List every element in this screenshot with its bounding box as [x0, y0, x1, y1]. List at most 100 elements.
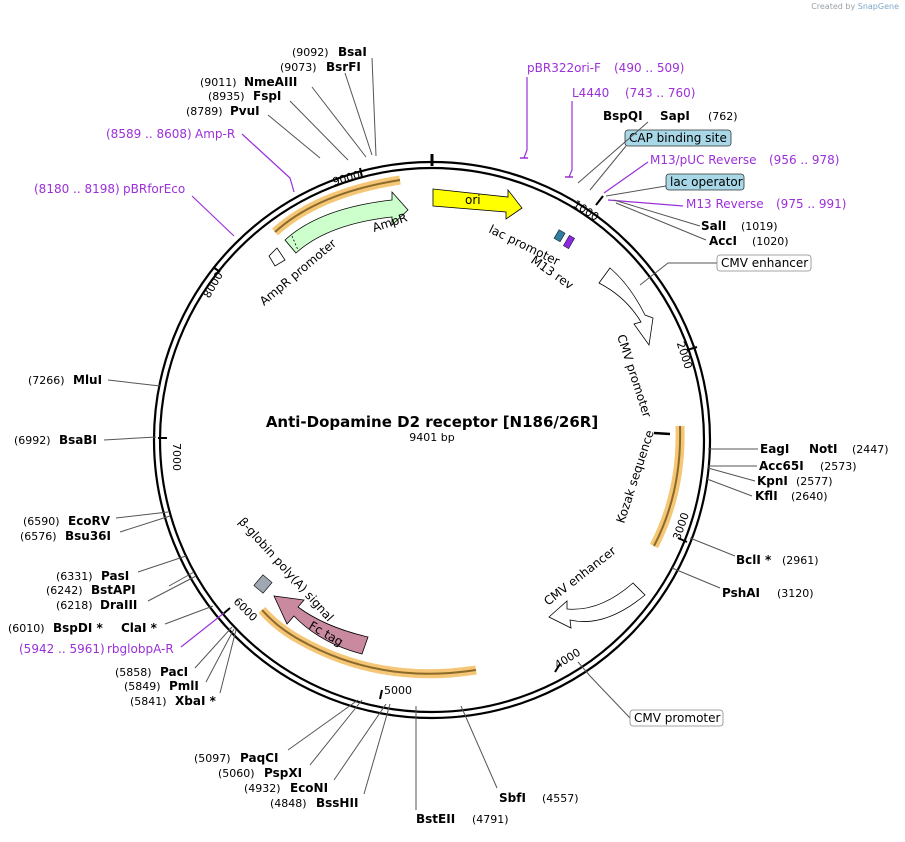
enzyme-bspqi-leader — [577, 121, 649, 184]
enzyme-bsu36i-name: Bsu36I — [65, 529, 111, 543]
enzyme-mlui-pos: (7266) — [28, 374, 65, 387]
primer-rbglobpa-r-name: rbglobpA-R — [107, 642, 174, 656]
enzyme-xbai[interactable]: (5841) XbaI * — [130, 629, 237, 708]
enzyme-pshai-pos: (3120) — [777, 587, 814, 600]
enzyme-bspqi[interactable]: BspQI SapI (762) — [577, 109, 738, 184]
enzyme-pshai[interactable]: PshAI (3120) — [671, 567, 814, 600]
enzyme-pmli-name: PmlI — [169, 679, 199, 693]
enzyme-nmeaiii[interactable]: (9011) NmeAIII — [200, 75, 367, 158]
enzyme-mlui-leader — [107, 379, 161, 387]
enzyme-kfli-leader — [706, 478, 753, 497]
enzyme-pspxi-pos: (5060) — [218, 767, 255, 780]
tick-label-8000: 8000 — [201, 270, 226, 301]
feature-bottom-arc[interactable] — [261, 609, 477, 675]
feature-cmv-enhancer-1[interactable] — [598, 267, 654, 347]
tick-label-5000: 5000 — [384, 684, 412, 697]
enzyme-xbai-pos: (5841) — [130, 695, 167, 708]
enzyme-acci[interactable]: AccI (1020) — [615, 202, 789, 248]
enzyme-pspxi[interactable]: (5060) PspXI — [218, 699, 363, 780]
enzyme-bsrfi[interactable]: (9073) BsrFI — [280, 60, 373, 156]
box-cmv-prom-leader — [577, 661, 631, 719]
feature-cmv-enhancer-label: CMV enhancer — [541, 544, 618, 609]
box-cap-binding-site[interactable]: CAP binding site — [589, 129, 732, 191]
enzyme-bcli[interactable]: BclI * (2961) — [689, 537, 819, 567]
enzyme-kfli[interactable]: KflI (2640) — [706, 478, 828, 503]
enzyme-bsu36i[interactable]: (6576) Bsu36I — [20, 515, 171, 543]
enzyme-ecorv[interactable]: (6590) EcoRV — [23, 511, 169, 528]
enzyme-draiii-leader — [147, 575, 197, 602]
box-cap-rect — [624, 129, 732, 147]
tick-label-2000: 2000 — [674, 340, 695, 371]
feature-fc-tag[interactable] — [273, 595, 369, 655]
enzyme-paqci[interactable]: (5097) PaqCI — [194, 699, 359, 765]
enzyme-sali-leader — [613, 199, 701, 227]
enzyme-pmli-pos: (5849) — [124, 680, 161, 693]
enzyme-mlui[interactable]: (7266) MluI — [28, 373, 161, 387]
box-cmv-prom-text: CMV promoter — [634, 711, 721, 725]
enzyme-pasi[interactable]: (6331) PasI — [56, 555, 187, 583]
primer-amp-r-range: (8589 .. 8608) — [106, 127, 192, 141]
primer-rbglobpa-r[interactable]: (5942 .. 5961) rbglobpA-R — [19, 612, 225, 656]
primer-l4440[interactable]: L4440 (743 .. 760) — [565, 86, 695, 178]
feature-cmv-enhancer-2[interactable] — [548, 582, 646, 629]
enzyme-pshai-name: PshAI — [722, 586, 760, 600]
primer-amp-r-leader — [241, 133, 295, 193]
tick-4000 — [554, 663, 561, 673]
box-cmv-prom-rect — [629, 709, 724, 727]
primer-m13-puc-reverse-leader — [603, 161, 649, 194]
feature-ampr-promoter[interactable] — [268, 247, 286, 267]
enzyme-kpni[interactable]: KpnI (2577) — [707, 467, 833, 488]
enzyme-kpni-leader — [707, 467, 756, 482]
enzyme-pmli[interactable]: (5849) PmlI — [124, 628, 235, 693]
primer-pbr322ori-f[interactable]: pBR322ori-F (490 .. 509) — [520, 61, 684, 159]
enzyme-econi[interactable]: (4932) EcoNI — [244, 703, 387, 795]
enzyme-pvui[interactable]: (8789) PvuI — [186, 104, 321, 159]
enzyme-nmeaiii-name: NmeAIII — [244, 75, 297, 89]
box-cmv-promoter[interactable]: CMV promoter — [577, 661, 724, 727]
enzyme-fspi[interactable]: (8935) FspI — [208, 89, 349, 161]
tick-8000 — [212, 266, 221, 273]
enzyme-bsu36i-leader — [119, 515, 171, 533]
feature-polya[interactable] — [253, 574, 273, 594]
enzyme-kpni-pos: (2577) — [796, 475, 833, 488]
feature-ori[interactable] — [432, 188, 523, 220]
feature-kozak-label: Kozak sequence — [614, 428, 657, 524]
enzyme-paci[interactable]: (5858) PacI — [115, 626, 233, 679]
enzyme-acc65i[interactable]: Acc65I (2573) — [708, 459, 857, 473]
primer-pbrforeco[interactable]: (8180 .. 8198) pBRforEco — [34, 182, 235, 237]
snapgene-brand: SnapGene — [857, 2, 899, 11]
enzyme-bsteii[interactable]: BstEII (4791) — [415, 706, 509, 826]
primer-amp-r[interactable]: (8589 .. 8608) Amp-R — [106, 127, 295, 193]
enzyme-bstapi[interactable]: (6242) BstAPI — [46, 571, 195, 597]
tick-5000 — [379, 689, 383, 700]
enzyme-bsai[interactable]: (9092) BsaI — [292, 45, 377, 157]
enzyme-sapi-name: SapI — [660, 109, 690, 123]
enzyme-pmli-leader — [205, 628, 235, 683]
box-cap-leader — [589, 145, 627, 191]
plasmid-size: 9401 bp — [409, 431, 454, 444]
enzyme-ecorv-leader — [115, 511, 169, 519]
box-lac-operator[interactable]: lac operator — [605, 173, 745, 197]
enzyme-pasi-leader — [137, 555, 187, 573]
primer-m13-puc-reverse[interactable]: M13/pUC Reverse (956 .. 978) — [603, 153, 839, 194]
enzyme-draiii[interactable]: (6218) DraIII — [56, 575, 197, 612]
enzyme-bsshii[interactable]: (4848) BssHII — [270, 703, 391, 810]
enzyme-draiii-name: DraIII — [100, 598, 137, 612]
feature-ampr[interactable] — [284, 190, 409, 254]
enzyme-sali[interactable]: SalI (1019) — [613, 199, 778, 233]
enzyme-eagi[interactable]: EagI NotI (2447) — [708, 442, 889, 456]
primer-m13-puc-reverse-name: M13/pUC Reverse — [650, 153, 757, 167]
primer-pbr322ori-f-name: pBR322ori-F — [527, 61, 601, 75]
primer-l4440-name: L4440 — [572, 86, 609, 100]
lac-promoter-mark — [553, 229, 566, 243]
feature-insert[interactable] — [653, 425, 682, 547]
enzyme-bsabi[interactable]: (6992) BsaBI — [14, 433, 157, 447]
box-cmv-enhancer[interactable]: CMV enhancer — [639, 254, 812, 286]
enzyme-fspi-name: FspI — [253, 89, 281, 103]
enzyme-sbfi[interactable]: SbfI (4557) — [460, 705, 579, 805]
enzyme-bspdi-leader — [164, 605, 214, 625]
primer-l4440-range: (743 .. 760) — [625, 86, 695, 100]
primer-m13-reverse[interactable]: M13 Reverse (975 .. 991) — [607, 197, 846, 211]
enzyme-bspdi[interactable]: (6010) BspDI * ClaI * — [8, 605, 214, 635]
kozak-mark — [653, 431, 671, 436]
